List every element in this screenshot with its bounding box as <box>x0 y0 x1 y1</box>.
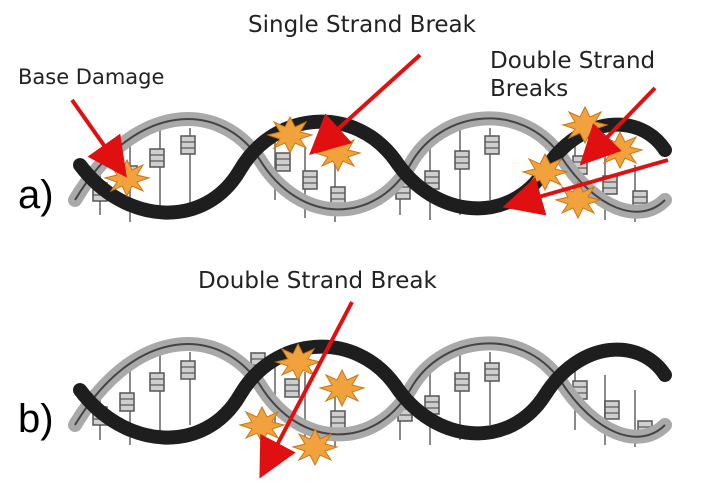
base-damage-arrow <box>72 100 120 168</box>
panel-b-letter: b) <box>18 397 54 441</box>
panel-a-letter: a) <box>18 173 54 217</box>
label-double-strand-breaks-line2: Breaks <box>490 76 568 102</box>
label-base-damage: Base Damage <box>18 65 164 89</box>
label-double-strand-breaks-line1: Double Strand <box>490 48 655 74</box>
label-single-strand-break: Single Strand Break <box>248 12 477 38</box>
label-double-strand-break: Double Strand Break <box>198 268 437 294</box>
panel-b: b) <box>18 268 665 468</box>
panel-a: a) <box>18 12 668 222</box>
dna-helix-icon <box>75 343 665 447</box>
